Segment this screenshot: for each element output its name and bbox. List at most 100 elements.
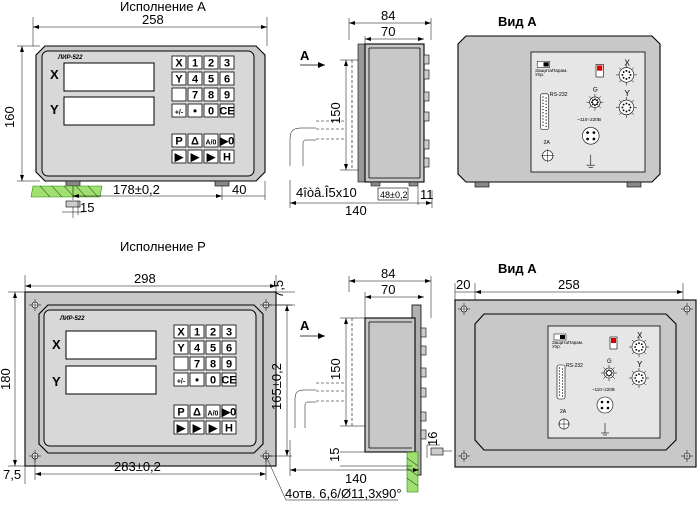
key-8[interactable]	[205, 356, 221, 371]
key-•[interactable]	[189, 372, 205, 387]
key-Y[interactable]	[171, 71, 187, 86]
key-7[interactable]	[187, 87, 203, 102]
connector-x[interactable]	[631, 339, 647, 355]
key-6[interactable]	[219, 71, 235, 86]
func-key[interactable]	[205, 404, 221, 419]
key-label: CE	[219, 106, 234, 118]
key-4[interactable]	[187, 71, 203, 86]
arrow-a-bottom: A	[300, 318, 310, 333]
func-key[interactable]	[171, 133, 187, 148]
key-+/-[interactable]	[171, 103, 187, 118]
func-key-label: ▶	[206, 152, 216, 164]
key-label: •	[193, 106, 197, 118]
key-blank[interactable]	[171, 87, 187, 102]
func-key[interactable]	[189, 404, 205, 419]
key-label: 0	[208, 106, 214, 118]
key-4[interactable]	[189, 340, 205, 355]
key-X[interactable]	[173, 324, 189, 339]
key-label: 6	[224, 74, 230, 86]
connector-y[interactable]	[618, 99, 635, 116]
func-key[interactable]	[187, 133, 203, 148]
func-key[interactable]	[189, 420, 205, 435]
func-key[interactable]	[171, 149, 187, 164]
connector-x[interactable]	[618, 67, 635, 83]
key-0[interactable]	[205, 372, 221, 387]
dim-40: 40	[232, 182, 246, 197]
func-key[interactable]	[173, 404, 189, 419]
key-3[interactable]	[221, 324, 237, 339]
key-label: 6	[226, 343, 232, 355]
func-key[interactable]	[205, 420, 221, 435]
key-CE[interactable]	[221, 372, 237, 387]
label-conn-y: Y	[624, 88, 630, 98]
func-key-label: ▶	[174, 152, 184, 164]
key-•[interactable]	[187, 103, 203, 118]
display-y-top	[63, 96, 155, 126]
key-9[interactable]	[219, 87, 235, 102]
func-key-label: H	[225, 423, 233, 435]
label-upr: Упр.	[552, 344, 561, 349]
dim-150-bottom: 150	[328, 358, 343, 380]
dim-258-bottom: 258	[558, 277, 580, 292]
caption-vid-top: Вид А	[498, 14, 537, 29]
key-5[interactable]	[203, 71, 219, 86]
label-zashita: Защита	[552, 340, 568, 345]
key-6[interactable]	[221, 340, 237, 355]
key-X[interactable]	[171, 55, 187, 70]
func-key[interactable]	[221, 404, 237, 419]
func-key[interactable]	[221, 420, 237, 435]
func-key[interactable]	[219, 149, 235, 164]
key-7[interactable]	[189, 356, 205, 371]
key-label: 4	[192, 74, 199, 86]
key-9[interactable]	[221, 356, 237, 371]
key-Y[interactable]	[173, 340, 189, 355]
side-view-bottom: 84 70 A 150	[289, 266, 452, 493]
dim-70-top: 70	[381, 24, 395, 39]
dim-178: 178±0,2	[113, 182, 160, 197]
label-zashita: Защита	[535, 68, 552, 74]
key-2[interactable]	[205, 324, 221, 339]
rs232-connector[interactable]	[540, 93, 550, 130]
display-x-top	[63, 62, 155, 92]
func-key[interactable]	[173, 420, 189, 435]
key-8[interactable]	[203, 87, 219, 102]
func-key[interactable]	[219, 133, 235, 148]
key-1[interactable]	[189, 324, 205, 339]
key-blank[interactable]	[173, 356, 189, 371]
dim-16: 16	[425, 432, 440, 446]
power-connector[interactable]	[596, 396, 614, 414]
key-5[interactable]	[205, 340, 221, 355]
rs232-connector[interactable]	[556, 364, 566, 400]
power-connector[interactable]	[582, 127, 600, 145]
label-fuse: 2А	[560, 409, 567, 415]
func-key[interactable]	[187, 149, 203, 164]
func-key-label: ▶	[190, 152, 200, 164]
key-3[interactable]	[219, 55, 235, 70]
dim-7-5-bottom-left: 7,5	[3, 467, 21, 482]
key-CE[interactable]	[219, 103, 235, 118]
key-2[interactable]	[203, 55, 219, 70]
key-1[interactable]	[187, 55, 203, 70]
key-label: Y	[175, 74, 183, 86]
func-key[interactable]	[203, 149, 219, 164]
dim-15-bottom: 15	[327, 448, 342, 462]
func-key-label: A/0	[206, 140, 217, 147]
power-switch[interactable]	[595, 64, 604, 78]
holes-note-top: 4îòâ.Î5x10	[296, 185, 357, 200]
key-label: 4	[194, 343, 201, 355]
connector-y[interactable]	[631, 370, 647, 386]
label-conn-x: X	[624, 57, 630, 67]
func-key[interactable]	[203, 133, 219, 148]
display-x-bottom	[65, 330, 157, 360]
key-0[interactable]	[203, 103, 219, 118]
key-+/-[interactable]	[173, 372, 189, 387]
key-label: 8	[208, 90, 214, 102]
key-label: X	[177, 327, 185, 339]
func-key-label: ▶0	[221, 407, 237, 419]
dim-11: 11	[420, 187, 434, 202]
